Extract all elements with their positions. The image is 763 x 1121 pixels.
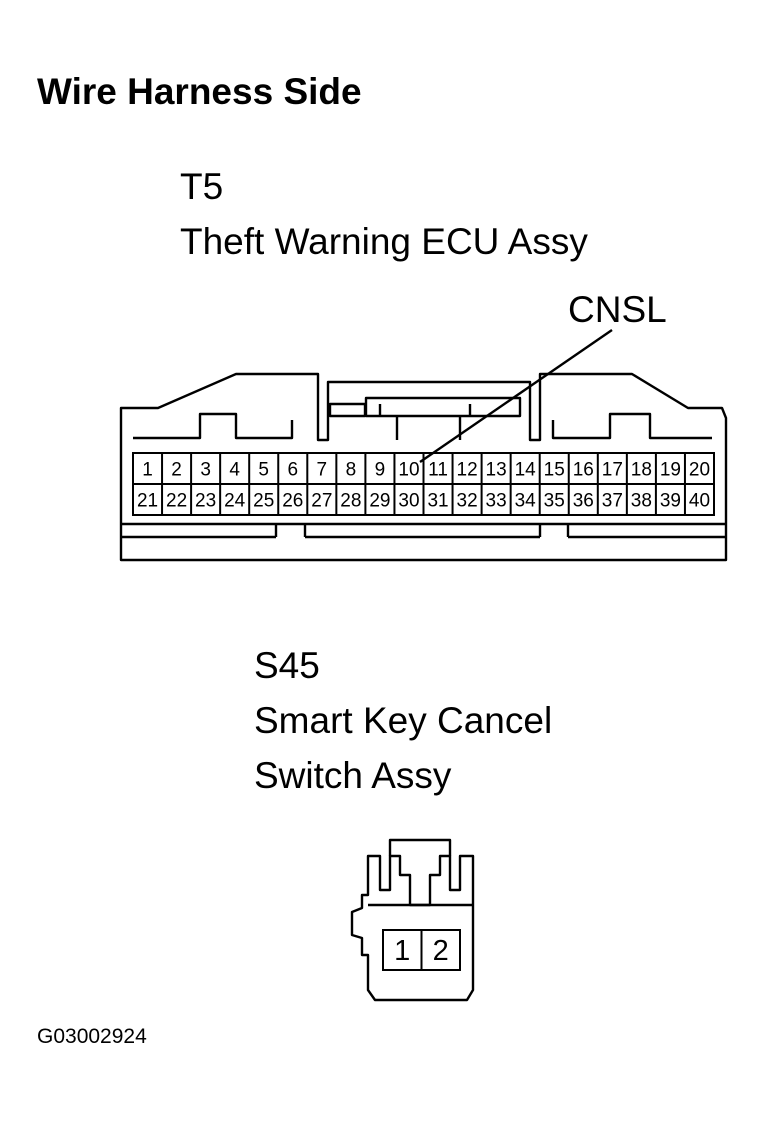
cnsl-callout-label: CNSL	[568, 289, 667, 330]
ecu-pin-15: 15	[544, 460, 565, 481]
ecu-pin-28: 28	[340, 491, 361, 512]
ecu-pin-21: 21	[137, 491, 158, 512]
ecu-pin-26: 26	[282, 491, 303, 512]
ecu-pin-5: 5	[258, 460, 269, 481]
ecu-pin-9: 9	[375, 460, 386, 481]
switch-name-line1: Smart Key Cancel	[254, 700, 553, 741]
ecu-pin-40: 40	[689, 491, 710, 512]
ecu-pin-37: 37	[602, 491, 623, 512]
ecu-pin-16: 16	[573, 460, 594, 481]
ecu-pin-4: 4	[229, 460, 240, 481]
figure-code: G03002924	[37, 1025, 147, 1048]
ecu-pin-38: 38	[631, 491, 652, 512]
ecu-pin-18: 18	[631, 460, 652, 481]
ecu-pin-33: 33	[486, 491, 507, 512]
ecu-pin-8: 8	[346, 460, 357, 481]
ecu-pin-2: 2	[171, 460, 182, 481]
switch-connector-code: S45	[254, 645, 320, 686]
ecu-pin-3: 3	[200, 460, 211, 481]
ecu-connector-code: T5	[180, 166, 224, 207]
ecu-connector-name: Theft Warning ECU Assy	[180, 221, 588, 262]
ecu-pin-29: 29	[369, 491, 390, 512]
ecu-pin-25: 25	[253, 491, 274, 512]
ecu-connector-housing	[119, 372, 728, 562]
ecu-pin-14: 14	[515, 460, 537, 481]
ecu-pin-22: 22	[166, 491, 187, 512]
switch-pin-2: 2	[433, 935, 449, 967]
ecu-pin-1: 1	[142, 460, 153, 481]
ecu-bottom-rail	[121, 522, 726, 539]
ecu-pin-31: 31	[427, 491, 448, 512]
ecu-pin-39: 39	[660, 491, 681, 512]
ecu-pin-20: 20	[689, 460, 710, 481]
ecu-pin-23: 23	[195, 491, 216, 512]
ecu-pin-27: 27	[311, 491, 332, 512]
diagram-heading: Wire Harness Side	[37, 71, 362, 112]
ecu-pin-19: 19	[660, 460, 681, 481]
switch-name-line2: Switch Assy	[254, 755, 452, 796]
ecu-inner-contour	[133, 412, 712, 440]
ecu-pin-12: 12	[457, 460, 478, 481]
switch-latch	[388, 838, 452, 856]
ecu-pin-10: 10	[398, 460, 419, 481]
ecu-pin-11: 11	[428, 460, 448, 481]
switch-pin-1: 1	[394, 935, 410, 967]
cnsl-leader-line	[419, 329, 613, 463]
ecu-pin-24: 24	[224, 491, 246, 512]
ecu-pin-13: 13	[486, 460, 507, 481]
ecu-pin-36: 36	[573, 491, 594, 512]
ecu-pin-30: 30	[398, 491, 419, 512]
ecu-pin-35: 35	[544, 491, 565, 512]
ecu-pin-6: 6	[287, 460, 298, 481]
switch-housing	[350, 854, 475, 1002]
ecu-latch	[328, 396, 522, 440]
ecu-pin-32: 32	[457, 491, 478, 512]
ecu-pin-7: 7	[317, 460, 328, 481]
ecu-pin-34: 34	[515, 491, 537, 512]
ecu-pin-17: 17	[602, 460, 623, 481]
